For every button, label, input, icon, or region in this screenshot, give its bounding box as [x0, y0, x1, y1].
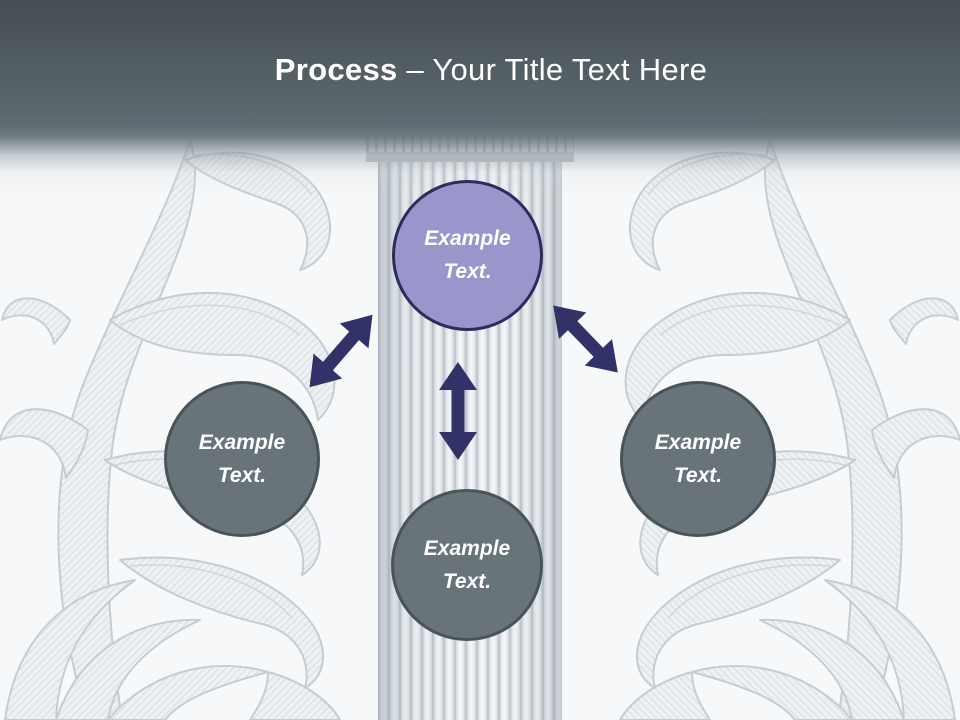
diagram-node-bottom: Example Text.: [391, 489, 543, 641]
node-label-line2: Text.: [673, 463, 723, 487]
double-arrow-icon-vertical: [439, 362, 477, 460]
node-label-line2: Text.: [443, 260, 492, 283]
node-label-line1: Example: [654, 430, 742, 454]
diagram-node-top: Example Text.: [392, 180, 543, 331]
double-arrow-icon-right-diagonal: [553, 305, 618, 373]
node-label-line2: Text.: [442, 569, 492, 593]
node-label-line1: Example: [423, 536, 511, 560]
node-label-line2: Text.: [217, 463, 267, 487]
slide-title-emphasis: Process: [274, 52, 398, 87]
double-arrow-shape: [309, 314, 373, 388]
double-arrow-shape: [553, 305, 618, 373]
title-bar: [0, 0, 960, 196]
slide-title: Process – Your Title Text Here: [11, 52, 960, 88]
diagram-node-right: Example Text.: [620, 381, 776, 537]
node-label-line1: Example: [198, 430, 286, 454]
node-label-line1: Example: [424, 227, 511, 250]
double-arrow-icon-left-diagonal: [309, 314, 373, 388]
slide-title-rest: – Your Title Text Here: [406, 52, 708, 87]
double-arrow-shape: [439, 362, 477, 460]
diagram-node-left: Example Text.: [164, 381, 320, 537]
